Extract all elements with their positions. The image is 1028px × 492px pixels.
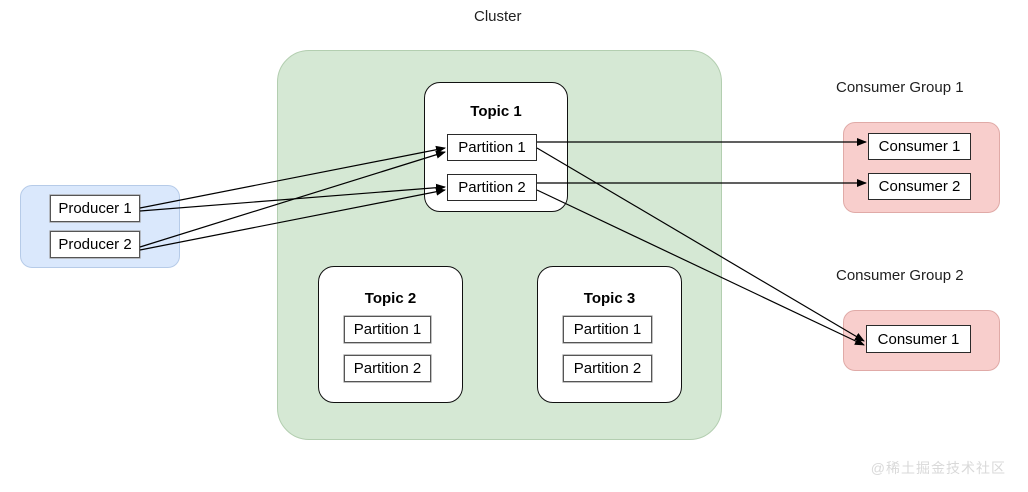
topic-3-partition-1[interactable]: Partition 1 [563, 316, 652, 343]
producer-1-box[interactable]: Producer 1 [50, 195, 140, 222]
topic-2-partition-2[interactable]: Partition 2 [344, 355, 431, 382]
topic-2-title: Topic 2 [364, 290, 417, 307]
topic-3-title: Topic 3 [583, 290, 636, 307]
consumer-group-1-consumer-1[interactable]: Consumer 1 [868, 133, 971, 160]
watermark: @稀土掘金技术社区 [870, 460, 1006, 476]
producer-2-box[interactable]: Producer 2 [50, 231, 140, 258]
consumer-group-1-title: Consumer Group 1 [836, 79, 964, 96]
consumer-group-1-consumer-2[interactable]: Consumer 2 [868, 173, 971, 200]
consumer-group-2-consumer-1[interactable]: Consumer 1 [866, 325, 971, 353]
consumer-group-2-title: Consumer Group 2 [836, 267, 964, 284]
topic-1-partition-2[interactable]: Partition 2 [447, 174, 537, 201]
topic-2-partition-1[interactable]: Partition 1 [344, 316, 431, 343]
topic-1-title: Topic 1 [470, 103, 522, 120]
topic-1-partition-1[interactable]: Partition 1 [447, 134, 537, 161]
topic-3-partition-2[interactable]: Partition 2 [563, 355, 652, 382]
cluster-title: Cluster [474, 8, 522, 25]
